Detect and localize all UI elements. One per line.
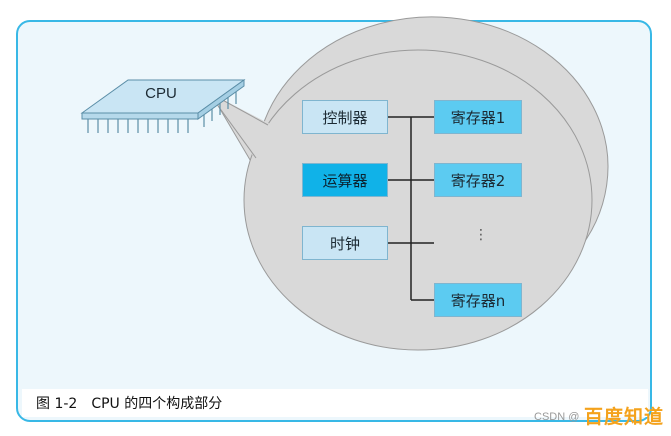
cpu-chip-icon: [80, 79, 246, 133]
connection-lines: [388, 116, 434, 301]
csdn-watermark: CSDN @: [534, 411, 580, 423]
register-n-box: 寄存器n: [434, 283, 522, 317]
baidu-zhidao-logo: 百度知道: [584, 406, 665, 428]
cpu-label: CPU: [145, 85, 177, 102]
zoom-bubble-body: [243, 49, 593, 351]
register-2-box: 寄存器2: [434, 163, 522, 197]
ellipsis-dots: ⋮: [474, 227, 488, 243]
alu-box: 运算器: [302, 163, 388, 197]
caption-text: CPU 的四个构成部分: [91, 396, 223, 412]
clock-box: 时钟: [302, 226, 388, 260]
controller-box: 控制器: [302, 100, 388, 134]
caption-number: 图 1-2: [36, 396, 78, 412]
register-1-box: 寄存器1: [434, 100, 522, 134]
bubble-tail: [208, 92, 270, 160]
figure-caption: 图 1-2 CPU 的四个构成部分: [22, 389, 648, 417]
